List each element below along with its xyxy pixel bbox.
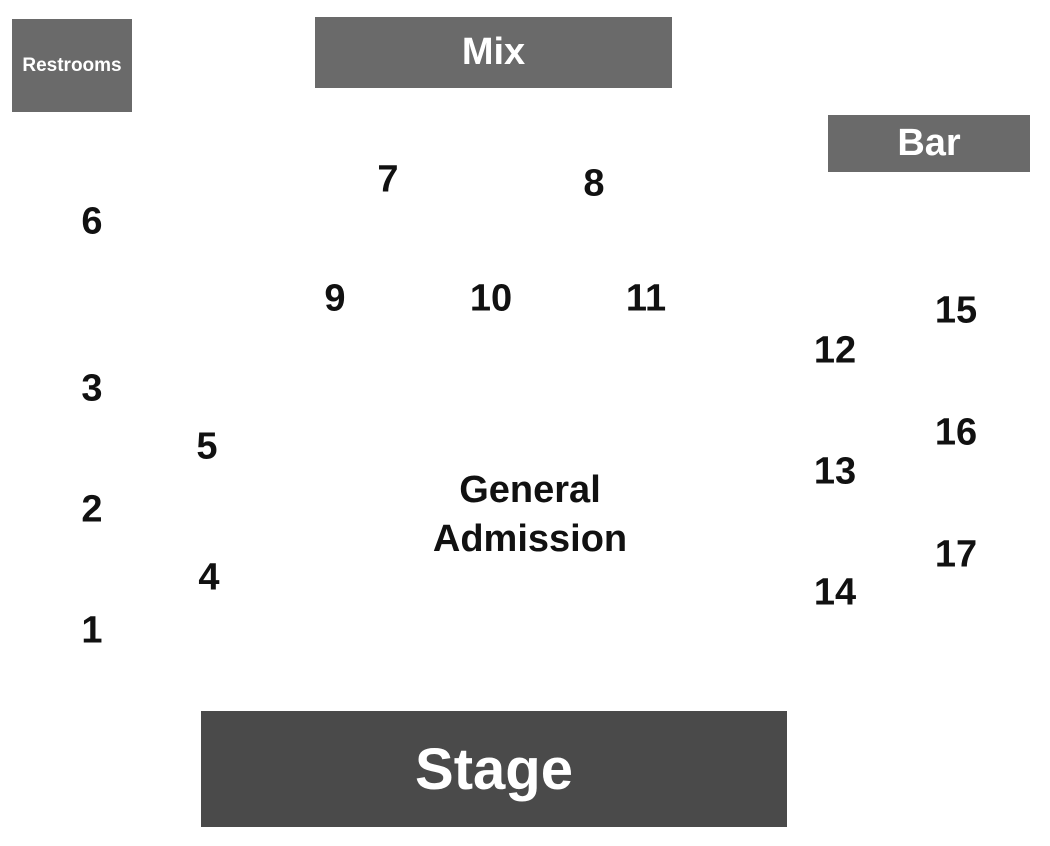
- table-6[interactable]: 6: [81, 200, 103, 243]
- stage-area[interactable]: Stage: [201, 711, 787, 827]
- bar-label: Bar: [897, 122, 961, 164]
- table-9[interactable]: 9: [324, 277, 346, 320]
- general-admission-label-line1: General: [459, 469, 601, 511]
- table-5[interactable]: 5: [196, 425, 218, 468]
- table-13[interactable]: 13: [813, 450, 857, 493]
- general-admission-area[interactable]: General Admission: [300, 390, 760, 640]
- table-12[interactable]: 12: [813, 329, 857, 372]
- table-4[interactable]: 4: [198, 556, 220, 599]
- table-16[interactable]: 16: [934, 411, 978, 454]
- table-8[interactable]: 8: [583, 162, 605, 205]
- stage-label: Stage: [415, 736, 573, 802]
- table-10[interactable]: 10: [469, 277, 513, 320]
- table-11[interactable]: 11: [625, 277, 667, 320]
- table-3[interactable]: 3: [81, 367, 103, 410]
- mix-label: Mix: [461, 31, 526, 73]
- table-1[interactable]: 1: [81, 609, 103, 652]
- table-7[interactable]: 7: [377, 158, 399, 201]
- table-15[interactable]: 15: [934, 289, 978, 332]
- mix-area[interactable]: Mix: [315, 17, 672, 88]
- table-14[interactable]: 14: [813, 571, 857, 614]
- table-2[interactable]: 2: [81, 488, 103, 531]
- general-admission-label-line2: Admission: [432, 518, 628, 560]
- bar-area[interactable]: Bar: [828, 115, 1030, 172]
- restrooms-area[interactable]: Restrooms: [12, 19, 132, 112]
- table-17[interactable]: 17: [934, 533, 978, 576]
- restrooms-label: Restrooms: [22, 54, 122, 76]
